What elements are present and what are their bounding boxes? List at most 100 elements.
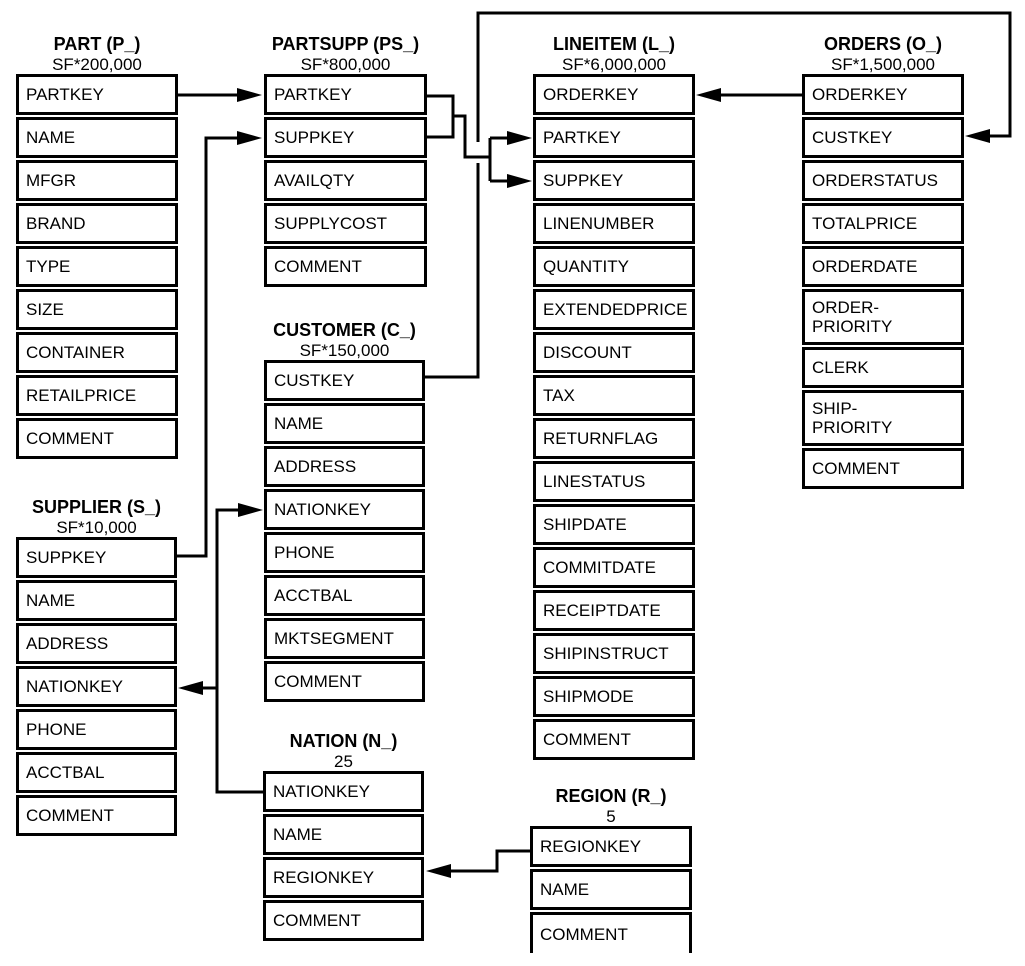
table-customer-box: CUSTKEY NAME ADDRESS NATIONKEY PHONE ACC… <box>264 360 425 702</box>
region-field-name: NAME <box>530 869 692 910</box>
table-customer-cardinality: SF*150,000 <box>299 341 390 360</box>
table-part-cardinality: SF*200,000 <box>52 55 142 74</box>
table-lineitem-box: ORDERKEY PARTKEY SUPPKEY LINENUMBER QUAN… <box>533 74 695 760</box>
table-part-box: PARTKEY NAME MFGR BRAND TYPE SIZE CONTAI… <box>16 74 178 459</box>
lineitem-field-extendedprice: EXTENDEDPRICE <box>533 289 695 330</box>
table-customer: CUSTOMER (C_) SF*150,000 CUSTKEY NAME AD… <box>264 319 425 702</box>
partsupp-field-availqty: AVAILQTY <box>264 160 427 201</box>
lineitem-field-shipinstruct: SHIPINSTRUCT <box>533 633 695 674</box>
orders-field-orderstatus: ORDERSTATUS <box>802 160 964 201</box>
table-partsupp-title: PARTSUPP (PS_) <box>271 34 420 54</box>
supplier-field-nationkey: NATIONKEY <box>16 666 177 707</box>
table-lineitem-cardinality: SF*6,000,000 <box>562 55 666 74</box>
lineitem-field-partkey: PARTKEY <box>533 117 695 158</box>
lineitem-field-tax: TAX <box>533 375 695 416</box>
lineitem-field-orderkey: ORDERKEY <box>533 74 695 115</box>
arrowhead-supplier-nationkey <box>178 681 203 695</box>
partsupp-field-comment: COMMENT <box>264 246 427 287</box>
part-field-retailprice: RETAILPRICE <box>16 375 178 416</box>
orders-field-orderdate: ORDERDATE <box>802 246 964 287</box>
partsupp-field-suppkey: SUPPKEY <box>264 117 427 158</box>
arrowhead-partsupp-partkey <box>237 88 262 102</box>
lineitem-field-suppkey: SUPPKEY <box>533 160 695 201</box>
nation-field-nationkey: NATIONKEY <box>263 771 424 812</box>
table-part: PART (P_) SF*200,000 PARTKEY NAME MFGR B… <box>16 33 178 459</box>
arrowhead-lineitem-partkey <box>507 131 532 145</box>
table-orders-cardinality: SF*1,500,000 <box>831 55 935 74</box>
customer-field-comment: COMMENT <box>264 661 425 702</box>
supplier-field-acctbal: ACCTBAL <box>16 752 177 793</box>
lineitem-field-linestatus: LINESTATUS <box>533 461 695 502</box>
supplier-field-comment: COMMENT <box>16 795 177 836</box>
part-field-container: CONTAINER <box>16 332 178 373</box>
table-nation-title: NATION (N_) <box>289 731 398 751</box>
table-orders-title: ORDERS (O_) <box>823 34 942 54</box>
lineitem-field-quantity: QUANTITY <box>533 246 695 287</box>
orders-field-orderpriority: ORDER- PRIORITY <box>802 289 964 345</box>
customer-field-mktsegment: MKTSEGMENT <box>264 618 425 659</box>
table-nation-cardinality: 25 <box>334 752 353 771</box>
table-orders-box: ORDERKEY CUSTKEY ORDERSTATUS TOTALPRICE … <box>802 74 964 489</box>
supplier-field-name: NAME <box>16 580 177 621</box>
customer-field-custkey: CUSTKEY <box>264 360 425 401</box>
part-field-comment: COMMENT <box>16 418 178 459</box>
part-field-name: NAME <box>16 117 178 158</box>
arrowhead-orders-custkey <box>965 129 990 143</box>
orders-field-totalprice: TOTALPRICE <box>802 203 964 244</box>
nation-field-name: NAME <box>263 814 424 855</box>
connector-nation-customer-supplier <box>201 508 263 794</box>
lineitem-field-receiptdate: RECEIPTDATE <box>533 590 695 631</box>
arrowhead-lineitem-orderkey <box>696 88 721 102</box>
table-region-cardinality: 5 <box>606 807 616 826</box>
lineitem-field-returnflag: RETURNFLAG <box>533 418 695 459</box>
table-nation: NATION (N_) 25 NATIONKEY NAME REGIONKEY … <box>263 730 424 941</box>
connector-region-nation <box>449 849 530 873</box>
table-region-title: REGION (R_) <box>555 786 667 806</box>
region-field-regionkey: REGIONKEY <box>530 826 692 867</box>
supplier-field-suppkey: SUPPKEY <box>16 537 177 578</box>
orders-field-custkey: CUSTKEY <box>802 117 964 158</box>
arrowhead-lineitem-suppkey <box>507 174 532 188</box>
table-region: REGION (R_) 5 REGIONKEY NAME COMMENT <box>530 785 692 953</box>
part-field-mfgr: MFGR <box>16 160 178 201</box>
lineitem-field-commitdate: COMMITDATE <box>533 547 695 588</box>
region-field-comment: COMMENT <box>530 912 692 953</box>
part-field-brand: BRAND <box>16 203 178 244</box>
table-orders: ORDERS (O_) SF*1,500,000 ORDERKEY CUSTKE… <box>802 33 964 489</box>
table-lineitem-title: LINEITEM (L_) <box>553 34 675 54</box>
table-customer-title: CUSTOMER (C_) <box>273 320 416 340</box>
table-supplier-cardinality: SF*10,000 <box>56 518 137 537</box>
lineitem-field-discount: DISCOUNT <box>533 332 695 373</box>
customer-field-phone: PHONE <box>264 532 425 573</box>
lineitem-field-shipmode: SHIPMODE <box>533 676 695 717</box>
supplier-field-phone: PHONE <box>16 709 177 750</box>
table-supplier-box: SUPPKEY NAME ADDRESS NATIONKEY PHONE ACC… <box>16 537 177 836</box>
table-supplier-title: SUPPLIER (S_) <box>31 497 162 517</box>
arrowhead-nation-regionkey <box>426 864 451 878</box>
customer-field-nationkey: NATIONKEY <box>264 489 425 530</box>
connector-supplier-partsupp <box>177 136 238 558</box>
lineitem-field-linenumber: LINENUMBER <box>533 203 695 244</box>
customer-field-name: NAME <box>264 403 425 444</box>
part-field-partkey: PARTKEY <box>16 74 178 115</box>
table-partsupp-cardinality: SF*800,000 <box>300 55 391 74</box>
table-partsupp-box: PARTKEY SUPPKEY AVAILQTY SUPPLYCOST COMM… <box>264 74 427 287</box>
part-field-size: SIZE <box>16 289 178 330</box>
table-region-box: REGIONKEY NAME COMMENT <box>530 826 692 953</box>
orders-field-shippriority: SHIP- PRIORITY <box>802 390 964 446</box>
table-nation-box: NATIONKEY NAME REGIONKEY COMMENT <box>263 771 424 941</box>
nation-field-regionkey: REGIONKEY <box>263 857 424 898</box>
table-lineitem: LINEITEM (L_) SF*6,000,000 ORDERKEY PART… <box>533 33 695 760</box>
nation-field-comment: COMMENT <box>263 900 424 941</box>
orders-field-orderkey: ORDERKEY <box>802 74 964 115</box>
supplier-field-address: ADDRESS <box>16 623 177 664</box>
table-part-title: PART (P_) <box>53 34 141 54</box>
orders-field-comment: COMMENT <box>802 448 964 489</box>
partsupp-field-supplycost: SUPPLYCOST <box>264 203 427 244</box>
arrowhead-partsupp-suppkey <box>237 131 262 145</box>
table-supplier: SUPPLIER (S_) SF*10,000 SUPPKEY NAME ADD… <box>16 496 177 836</box>
customer-field-acctbal: ACCTBAL <box>264 575 425 616</box>
partsupp-field-partkey: PARTKEY <box>264 74 427 115</box>
lineitem-field-comment: COMMENT <box>533 719 695 760</box>
